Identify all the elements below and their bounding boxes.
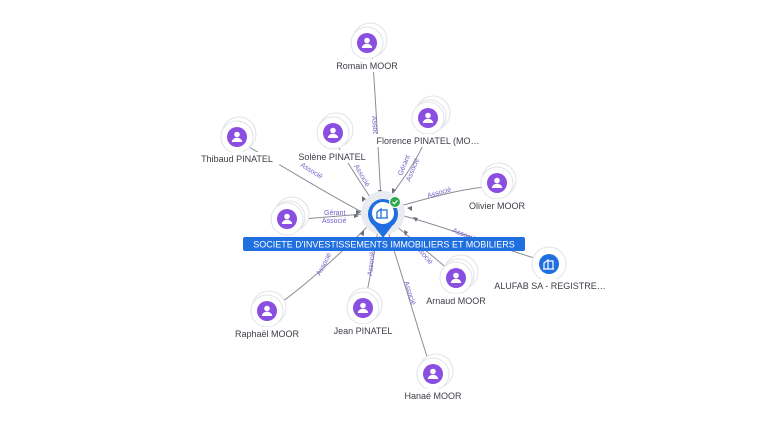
person-node-olivier[interactable]: Olivier MOOR	[463, 162, 531, 212]
edge-label: Associé	[427, 186, 453, 200]
edge-thibaud	[239, 141, 367, 215]
person-icon	[491, 177, 503, 188]
person-icon	[361, 37, 373, 48]
node-label: Thibaud PINATEL	[201, 154, 273, 164]
edge-label: Associé	[402, 280, 416, 306]
person-node-thibaud[interactable]: Thibaud PINATEL	[194, 116, 280, 165]
person-node-florence[interactable]: Florence PINATEL (MO…	[369, 95, 487, 147]
nodes: Romain MOOR Florence PINATEL (MO… Thibau…	[194, 22, 610, 402]
node-label: Olivier MOOR	[469, 201, 526, 211]
node-label: Florence PINATEL (MO…	[376, 136, 479, 146]
person-node-hanae[interactable]: Hanaé MOOR	[398, 353, 468, 402]
person-icon	[427, 368, 439, 379]
arrowhead	[360, 230, 364, 236]
person-node-raphael[interactable]: Raphaël MOOR	[229, 290, 305, 340]
edge-label: Gérant	[324, 210, 345, 217]
arrowhead	[404, 230, 408, 236]
edge-label: Associé	[322, 218, 347, 225]
arrowhead	[362, 196, 366, 202]
edge-label: Associé	[367, 251, 377, 276]
building-icon	[376, 207, 388, 219]
edge-label: Associé	[316, 252, 334, 277]
person-icon	[450, 272, 462, 283]
person-icon	[281, 213, 293, 224]
person-node-romain[interactable]: Romain MOOR	[329, 22, 405, 72]
center-label: SOCIETE D'INVESTISSEMENTS IMMOBILIERS ET…	[253, 240, 515, 250]
node-label: Hanaé MOOR	[404, 391, 462, 401]
edge-solene	[333, 139, 373, 201]
node-label: Jean PINATEL	[334, 326, 393, 336]
arrowhead	[354, 214, 359, 218]
person-node-arnaud[interactable]: Arnaud MOOR	[419, 254, 493, 307]
center-company-node[interactable]: SOCIETE D'INVESTISSEMENTS IMMOBILIERS ET…	[243, 191, 525, 251]
node-label: Romain MOOR	[336, 61, 398, 71]
person-icon	[422, 112, 434, 123]
node-label: Arnaud MOOR	[426, 296, 486, 306]
node-label: Raphaël MOOR	[235, 329, 300, 339]
company-node-alufab[interactable]: ALUFAB SA - REGISTRE…	[490, 246, 610, 292]
node-label: ALUFAB SA - REGISTRE…	[494, 281, 606, 291]
person-node-jean[interactable]: Jean PINATEL	[326, 287, 400, 337]
person-icon	[357, 302, 369, 313]
person-node-gerant[interactable]	[270, 196, 310, 236]
person-icon	[231, 131, 243, 142]
arrowhead	[392, 188, 396, 194]
arrowhead	[413, 217, 418, 222]
person-icon	[327, 127, 339, 138]
check-icon	[389, 196, 401, 208]
arrowhead	[407, 206, 412, 211]
person-icon	[261, 305, 273, 316]
person-node-solene[interactable]: Solène PINATEL	[293, 112, 371, 163]
node-label: Solène PINATEL	[298, 152, 365, 162]
edge-label: Associé	[370, 116, 379, 141]
arrowhead	[356, 210, 361, 215]
building-icon	[543, 258, 554, 270]
